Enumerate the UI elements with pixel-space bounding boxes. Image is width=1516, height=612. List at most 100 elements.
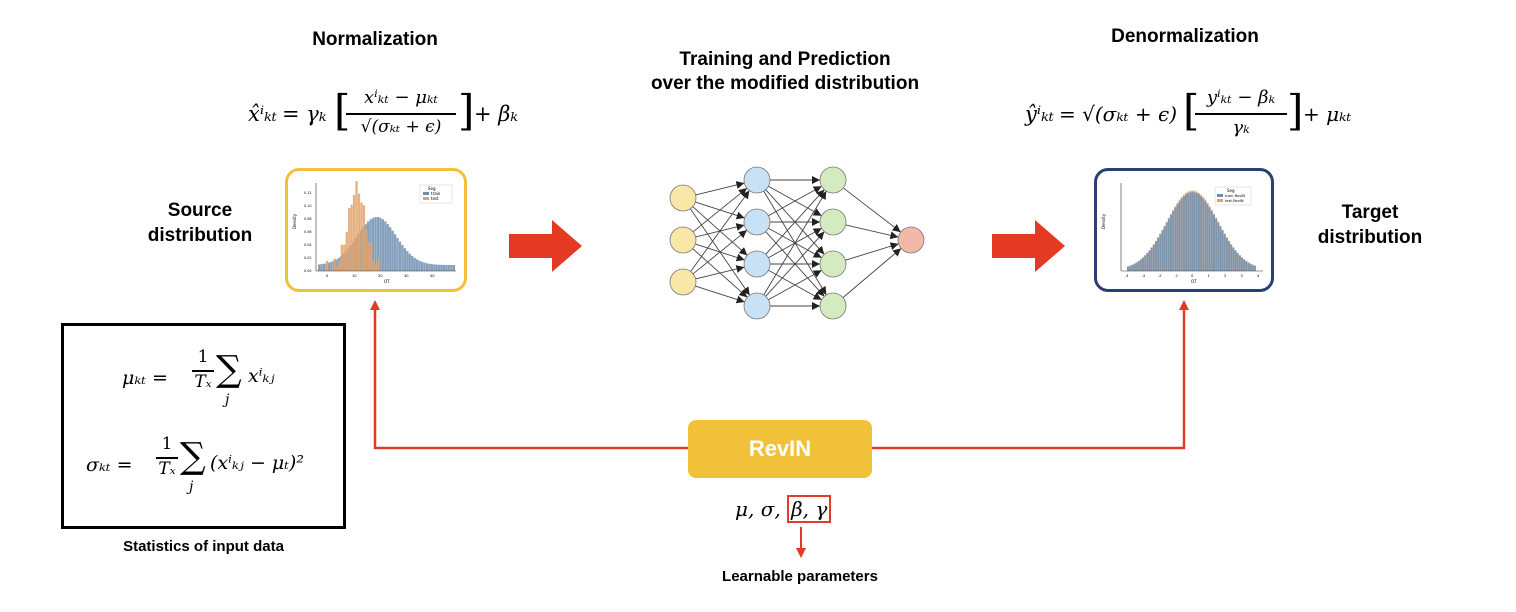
source-bar-train — [425, 263, 429, 271]
target-bar-train — [1202, 198, 1205, 271]
target-legend-swatch-train — [1217, 194, 1223, 197]
source-bar-train — [445, 264, 448, 271]
source-bar-train — [371, 217, 375, 271]
network-edge — [765, 189, 825, 255]
source-bar-test — [367, 242, 370, 271]
target-xtick: -2 — [1158, 274, 1162, 278]
target-bar-train — [1127, 266, 1129, 271]
target-bar-train — [1240, 257, 1243, 271]
target-bar-train — [1208, 207, 1211, 271]
source-label-line2: distribution — [147, 225, 253, 246]
source-bar-train — [435, 264, 438, 271]
source-xtick: 20 — [378, 274, 383, 278]
source-label-line1: Source — [167, 200, 233, 221]
target-bar-train — [1206, 204, 1209, 271]
network-edge — [768, 185, 822, 217]
source-bar-train — [384, 221, 387, 271]
sigma-frac-num: 1 — [161, 434, 173, 454]
source-bar-test — [372, 260, 375, 271]
revin-block[interactable]: RevIN — [688, 420, 872, 478]
denorm-mu: + μₖₜ — [1303, 102, 1352, 126]
target-bar-train — [1197, 194, 1200, 271]
source-legend-test: test — [431, 196, 439, 201]
source-bar-train — [433, 264, 436, 271]
source-bar-train — [450, 264, 453, 271]
denorm-denominator: γₖ — [1232, 117, 1250, 138]
target-bar-train — [1133, 263, 1136, 271]
mu-sum-index: j — [225, 392, 230, 408]
source-bar-test — [370, 242, 373, 271]
mu-frac-bar — [192, 370, 214, 372]
target-bar-train — [1165, 222, 1168, 271]
source-bar-test — [343, 244, 346, 271]
target-bar-train — [1180, 198, 1183, 271]
statistics-box: μₖₜ = 1 Tₓ ∑ j xⁱₖⱼ σₖₜ = 1 Tₓ ∑ j (xⁱₖⱼ… — [61, 323, 346, 529]
source-bar-test — [340, 244, 343, 271]
source-bar-train — [335, 259, 338, 271]
target-bar-train — [1150, 247, 1153, 271]
network-edge — [843, 187, 901, 233]
network-edge — [768, 227, 822, 259]
source-bar-test — [377, 258, 380, 271]
sigma-lhs: σₖₜ = — [86, 454, 133, 476]
target-bar-train — [1238, 255, 1241, 271]
source-bar-train — [416, 259, 419, 271]
target-xtick: 2 — [1224, 274, 1226, 278]
training-heading: Training and Prediction over the modifie… — [600, 48, 970, 96]
input-node — [669, 226, 697, 254]
source-bar-train — [447, 264, 451, 271]
hidden1-node — [743, 292, 771, 320]
network-edge — [768, 269, 822, 301]
network-edge — [689, 208, 751, 296]
source-legend-swatch-train — [423, 192, 429, 195]
target-bar-train — [1129, 265, 1132, 271]
source-histogram-bars — [318, 181, 456, 271]
network-edge — [695, 201, 745, 220]
target-bar-train — [1204, 201, 1207, 271]
target-bar-train — [1146, 253, 1149, 271]
source-ytick: 0.02 — [304, 256, 312, 260]
arrow-to-network — [509, 220, 582, 272]
sigma-term: (xⁱₖⱼ − μₜ)² — [210, 452, 304, 474]
network-edge — [695, 181, 745, 196]
target-bar-train — [1191, 192, 1194, 271]
hidden1-node — [743, 208, 771, 236]
sigma-frac-bar — [156, 457, 178, 459]
target-label-line2: distribution — [1317, 227, 1423, 248]
mu-sum: ∑ — [216, 349, 242, 390]
denorm-right-bracket: ] — [1287, 86, 1304, 135]
source-bar-train — [396, 237, 399, 271]
hidden2-node — [819, 208, 847, 236]
target-bar-train — [1234, 250, 1237, 271]
source-ylabel: Density — [292, 213, 297, 229]
target-bar-train — [1245, 261, 1248, 271]
target-bar-train — [1247, 262, 1250, 271]
input-node — [669, 184, 697, 212]
source-bar-train — [386, 224, 389, 271]
source-ytick: 0.12 — [304, 191, 312, 195]
source-bar-test — [345, 231, 348, 271]
source-bar-test — [348, 207, 351, 271]
sigma-frac-den: Tₓ — [158, 459, 176, 479]
network-edge — [763, 190, 827, 296]
network-nodes — [669, 166, 925, 320]
denorm-left-bracket: [ — [1183, 86, 1200, 135]
network-edge — [845, 224, 899, 240]
target-bar-train — [1217, 222, 1220, 271]
output-node — [897, 226, 925, 254]
denormalization-formula: ŷⁱₖₜ = √(σₖₜ + ϵ) [ yⁱₖₜ − βₖ γₖ ] + μₖₜ — [1025, 83, 1351, 153]
network-edge — [695, 223, 745, 238]
hidden1-node — [743, 250, 771, 278]
norm-gamma: = γₖ — [282, 102, 327, 126]
source-bar-train — [411, 255, 414, 271]
source-ytick: 0.04 — [304, 243, 312, 247]
target-bar-train — [1210, 211, 1213, 271]
source-xtick: 10 — [352, 274, 357, 278]
source-bar-train — [438, 264, 441, 271]
target-bar-train — [1137, 261, 1140, 271]
training-heading-line2: over the modified distribution — [650, 73, 920, 94]
network-edge — [765, 231, 825, 297]
learnable-caption: Learnable parameters — [722, 568, 878, 585]
